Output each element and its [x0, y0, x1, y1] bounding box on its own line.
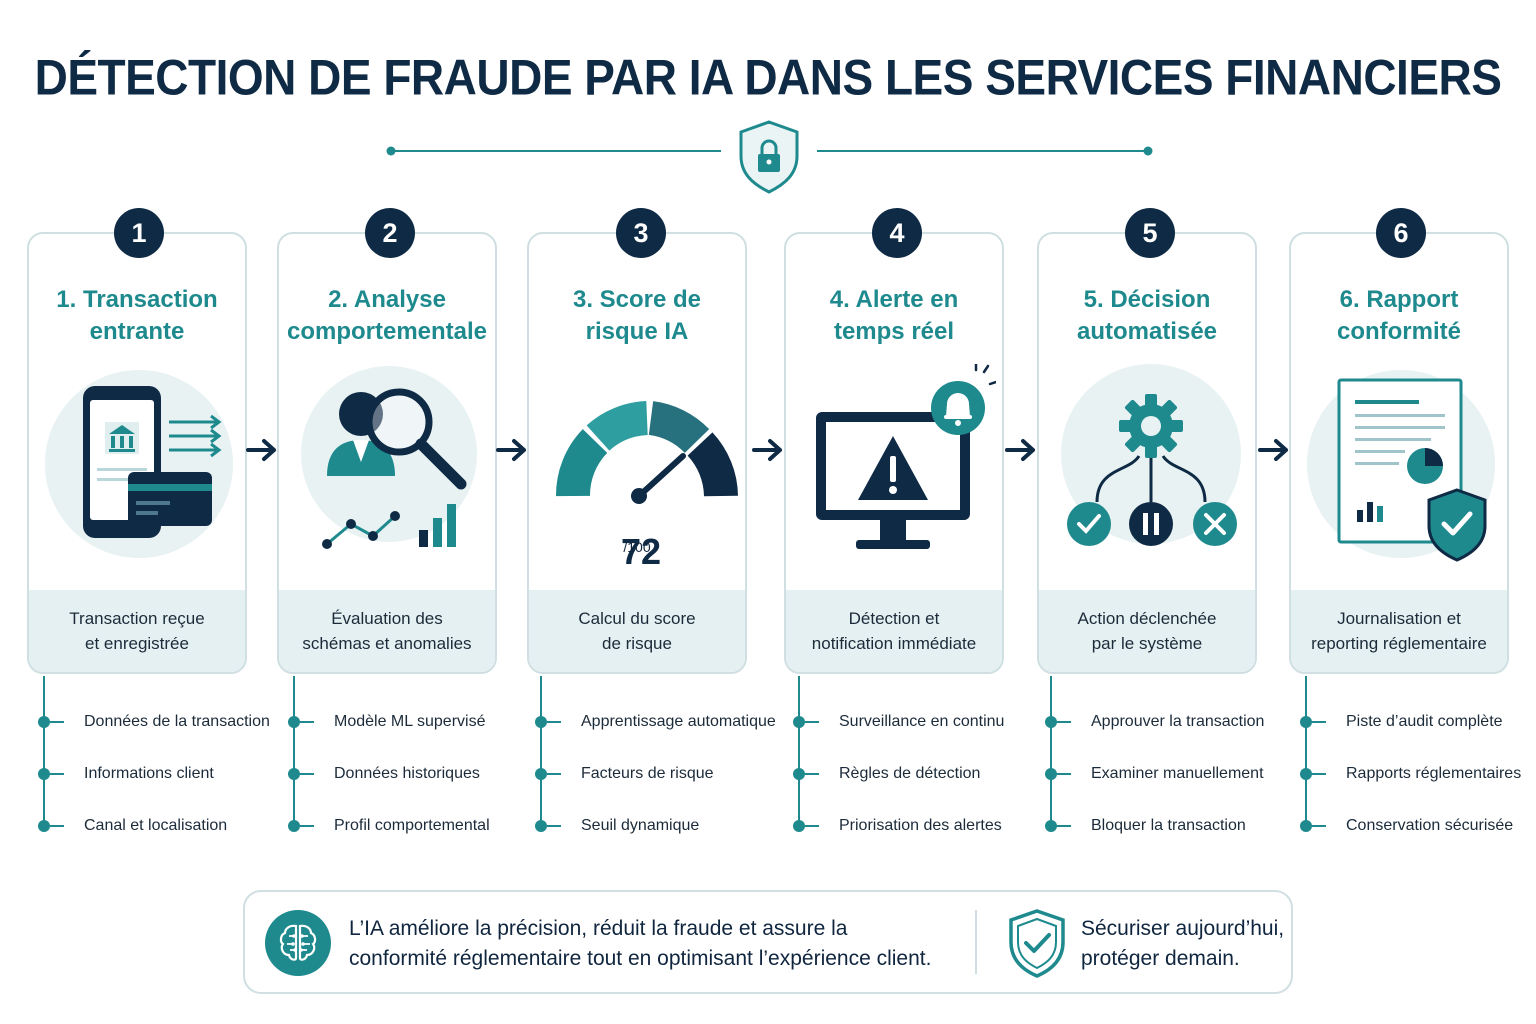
step-title: 3. Score de risque IA [572, 286, 702, 345]
gear-decision-icon [1061, 364, 1241, 546]
step-footer: Évaluation des schémas et anomalies [279, 590, 495, 672]
list-item: Examiner manuellement [1045, 762, 1285, 786]
list-connector [1050, 676, 1052, 826]
step-number-badge: 6 [1376, 208, 1426, 258]
mobile-bank-card-icon [45, 370, 233, 558]
list-item: Piste d’audit complète [1300, 710, 1536, 734]
step-card-behavior: 2. Analyse comportementale Évaluation de… [277, 232, 497, 674]
step-card-report: 6. Rapport conformité Journalisation et … [1289, 232, 1509, 674]
list-item: Données historiques [288, 762, 528, 786]
title-rule-left-dot [386, 146, 396, 156]
step-card-transaction: 1. Transaction entrante Transaction reçu… [27, 232, 247, 674]
step-title: 1. Transaction entrante [56, 286, 218, 345]
risk-score-max: /100 [623, 539, 651, 555]
gauge-icon: 72 [556, 401, 738, 572]
list-item-text: Approuver la transaction [1091, 713, 1265, 730]
step-number-badge: 3 [616, 208, 666, 258]
list-item-text: Piste d’audit complète [1346, 713, 1503, 730]
step-title: 6. Rapport conformité [1336, 286, 1461, 345]
flow-arrow-right-icon [1258, 439, 1288, 461]
list-connector [1305, 676, 1307, 826]
flow-arrow-right-icon [246, 439, 276, 461]
step-footer: Détection et notification immédiate [786, 590, 1002, 672]
list-item-text: Modèle ML supervisé [334, 713, 486, 730]
report-shield-icon [1307, 370, 1495, 562]
step-detail-list: Piste d’audit complète Rapports réglemen… [1288, 676, 1528, 846]
list-item-text: Rapports réglementaires [1346, 765, 1522, 782]
list-item-text: Règles de détection [839, 765, 981, 782]
list-item: Apprentissage automatique [535, 710, 776, 734]
step-footer: Transaction reçue et enregistrée [29, 590, 245, 672]
step-detail-list: Modèle ML supervisé Données historiques … [276, 676, 516, 846]
list-item-text: Canal et localisation [84, 817, 228, 834]
step-detail-list: Approuver la transaction Examiner manuel… [1033, 676, 1273, 846]
step-title: 5. Décision automatisée [1076, 286, 1218, 345]
list-item: Modèle ML supervisé [288, 710, 528, 734]
list-item: Seuil dynamique [535, 814, 775, 838]
list-item: Surveillance en continu [793, 710, 1033, 734]
list-item: Canal et localisation [38, 814, 278, 838]
list-item: Facteurs de risque [535, 762, 775, 786]
monitor-alert-bell-icon [816, 364, 996, 549]
step-footer: Journalisation et reporting réglementair… [1291, 590, 1507, 672]
step-detail-list: Surveillance en continu Règles de détect… [781, 676, 1021, 846]
summary-text: L’IA améliore la précision, réduit la fr… [349, 917, 932, 970]
list-item-text: Informations client [84, 765, 214, 782]
list-item-text: Facteurs de risque [581, 765, 714, 782]
list-item-text: Bloquer la transaction [1091, 817, 1246, 834]
list-item: Informations client [38, 762, 278, 786]
risk-score-value: 72 [621, 531, 661, 572]
banner-divider [975, 910, 977, 974]
step-footer: Calcul du score de risque [529, 590, 745, 672]
ai-brain-icon [265, 910, 331, 976]
list-connector [293, 676, 295, 826]
list-item-text: Données de la transaction [84, 713, 270, 730]
flow-arrow-right-icon [496, 439, 526, 461]
flow-arrow-right-icon [752, 439, 782, 461]
summary-banner: L’IA améliore la précision, réduit la fr… [243, 890, 1293, 994]
step-title: 2. Analyse comportementale [286, 286, 488, 345]
step-number-badge: 1 [114, 208, 164, 258]
list-connector [43, 676, 45, 826]
list-item: Conservation sécurisée [1300, 814, 1536, 838]
list-item-text: Conservation sécurisée [1346, 817, 1514, 834]
title-rule-right-dot [1143, 146, 1153, 156]
list-item-text: Profil comportemental [334, 817, 490, 834]
step-number-badge: 4 [872, 208, 922, 258]
slogan-text: Sécuriser aujourd’hui, protéger demain. [1081, 917, 1285, 970]
step-number-badge: 5 [1125, 208, 1175, 258]
step-card-decision: 5. Décision automatisée [1037, 232, 1257, 674]
list-item: Règles de détection [793, 762, 1033, 786]
list-item-text: Priorisation des alertes [839, 817, 1002, 834]
list-item: Profil comportemental [288, 814, 528, 838]
list-item: Bloquer la transaction [1045, 814, 1285, 838]
list-connector [798, 676, 800, 826]
step-footer: Action déclenchée par le système [1039, 590, 1255, 672]
user-magnifier-icon [301, 366, 477, 549]
shield-check-icon [1009, 909, 1065, 978]
list-item: Priorisation des alertes [793, 814, 1033, 838]
step-detail-list: Apprentissage automatique Facteurs de ri… [523, 676, 776, 846]
list-item-text: Apprentissage automatique [581, 713, 776, 730]
list-item-text: Surveillance en continu [839, 713, 1005, 730]
list-item-text: Données historiques [334, 765, 480, 782]
shield-lock-icon [739, 120, 799, 194]
step-number-badge: 2 [365, 208, 415, 258]
step-detail-list: Données de la transaction Informations c… [26, 676, 270, 846]
title-decoration [386, 120, 1153, 194]
list-item-text: Seuil dynamique [581, 817, 700, 834]
list-item: Rapports réglementaires [1300, 762, 1536, 786]
step-title: 4. Alerte en temps réel [829, 286, 959, 345]
list-item: Approuver la transaction [1045, 710, 1285, 734]
step-card-risk-score: 3. Score de risque IA 72 /100 Calcul du … [527, 232, 747, 674]
list-item-text: Examiner manuellement [1091, 765, 1264, 782]
step-card-alert: 4. Alerte en temps réel Détection et not… [784, 232, 1004, 674]
page-title: DÉTECTION DE FRAUDE PAR IA DANS LES SERV… [34, 48, 1502, 106]
flow-arrow-right-icon [1005, 439, 1035, 461]
list-connector [540, 676, 542, 826]
list-item: Données de la transaction [38, 710, 278, 734]
